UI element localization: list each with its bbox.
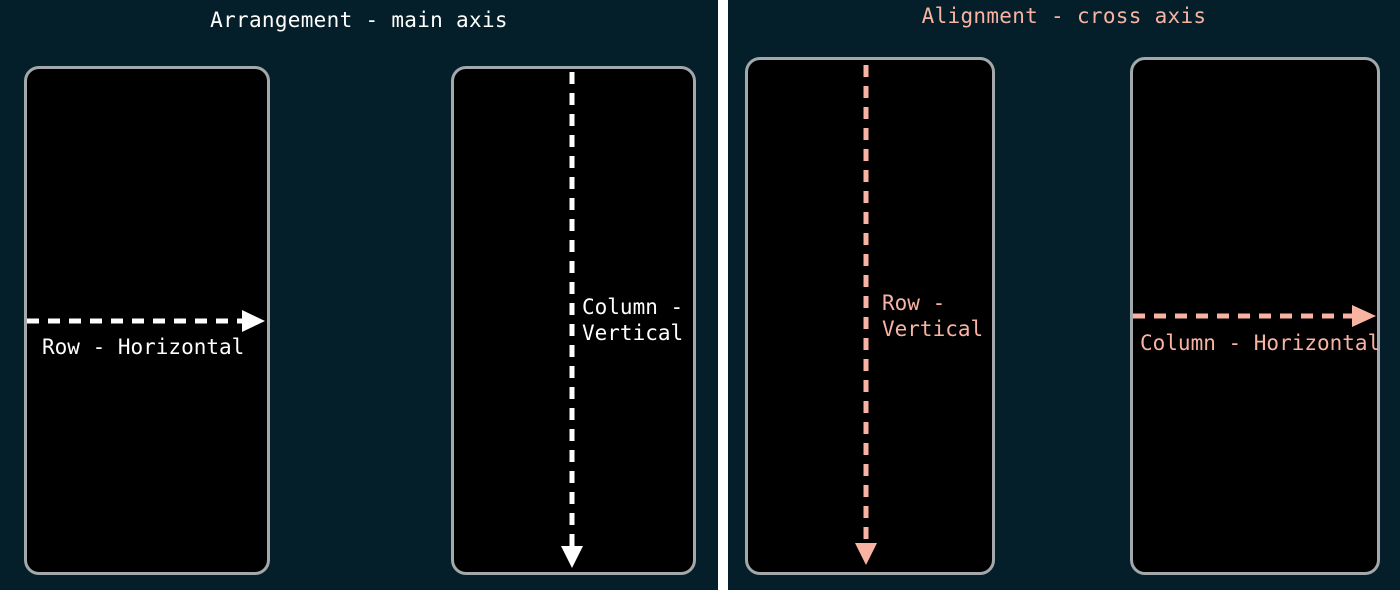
arrangement-column-phone-frame [451, 66, 696, 575]
arrangement-column-vertical-arrow [561, 72, 583, 568]
alignment-column-horizontal-arrow [1133, 305, 1376, 327]
alignment-column-phone-frame [1130, 57, 1380, 575]
arrangement-row-label: Row - Horizontal [42, 335, 245, 359]
arrangement-row-phone-frame [24, 66, 270, 575]
arrangement-panel: Arrangement - main axis Row - Horizontal… [0, 0, 718, 590]
arrangement-arrows [27, 72, 583, 568]
alignment-column-label: Column - Horizontal [1140, 331, 1381, 355]
arrangement-title: Arrangement - main axis [210, 8, 508, 32]
arrangement-column-label-line2: Vertical [582, 321, 684, 345]
alignment-title: Alignment - cross axis [921, 4, 1207, 28]
alignment-row-phone-frame [745, 57, 995, 575]
arrangement-column-label-line1: Column - [582, 295, 684, 319]
alignment-panel: Alignment - cross axis Row - Vertical Co… [728, 0, 1400, 590]
arrangement-row-horizontal-arrow [27, 310, 265, 332]
alignment-row-label-line1: Row - [882, 291, 946, 315]
alignment-row-vertical-arrow [855, 65, 877, 565]
alignment-arrows [855, 65, 1376, 565]
alignment-row-label-line2: Vertical [882, 317, 984, 341]
